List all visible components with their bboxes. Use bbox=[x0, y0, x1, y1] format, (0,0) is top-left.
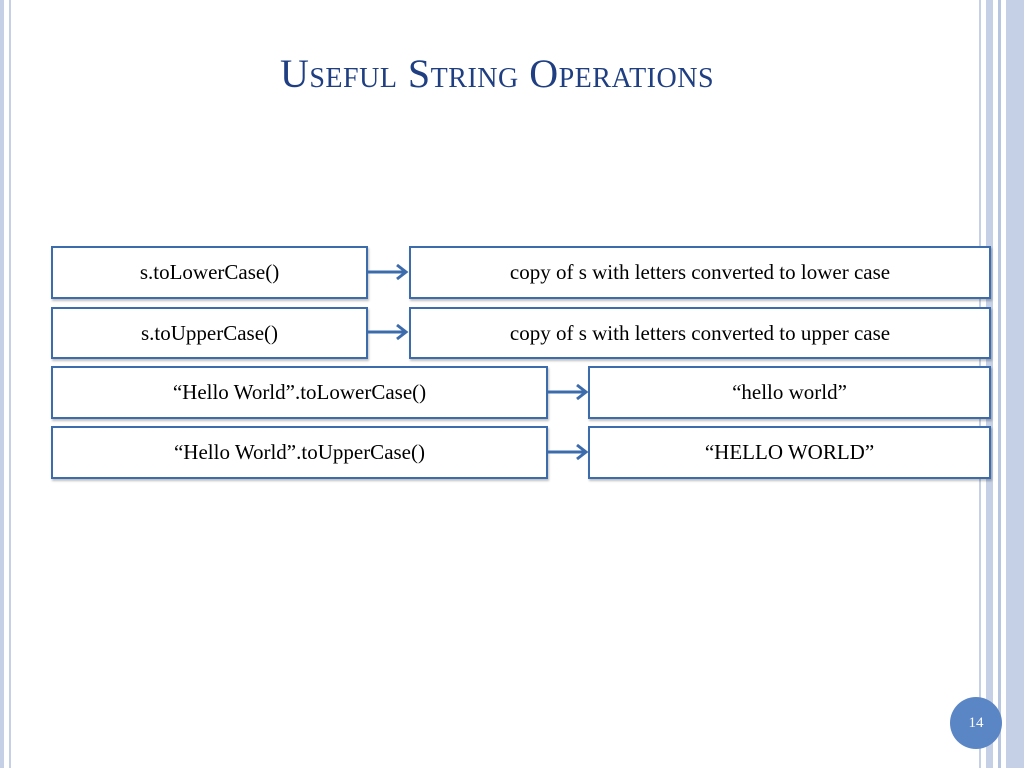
page-number: 14 bbox=[968, 714, 984, 731]
example-box-hello-to-upper-case: “Hello World”.toUpperCase() bbox=[51, 426, 548, 479]
result-box-to-upper-case: copy of s with letters converted to uppe… bbox=[409, 307, 991, 359]
example-result-hello-upper: “HELLO WORLD” bbox=[588, 426, 991, 479]
frame-right-line-4 bbox=[1006, 0, 1024, 768]
method-box-to-upper-case: s.toUpperCase() bbox=[51, 307, 368, 359]
arrow-right-icon bbox=[368, 263, 409, 281]
arrow-right-icon bbox=[368, 323, 409, 341]
page-number-badge: 14 bbox=[950, 697, 1002, 749]
example-result-hello-lower: “hello world” bbox=[588, 366, 991, 419]
frame-left-outer-line bbox=[0, 0, 4, 768]
arrow-right-icon bbox=[548, 443, 589, 461]
frame-left-inner-line bbox=[9, 0, 11, 768]
frame-right-line-3 bbox=[998, 0, 1001, 768]
arrow-right-icon bbox=[548, 383, 589, 401]
slide-title: Useful String Operations bbox=[279, 51, 715, 96]
result-box-to-lower-case: copy of s with letters converted to lowe… bbox=[409, 246, 991, 299]
example-box-hello-to-lower-case: “Hello World”.toLowerCase() bbox=[51, 366, 548, 419]
method-box-to-lower-case: s.toLowerCase() bbox=[51, 246, 368, 299]
